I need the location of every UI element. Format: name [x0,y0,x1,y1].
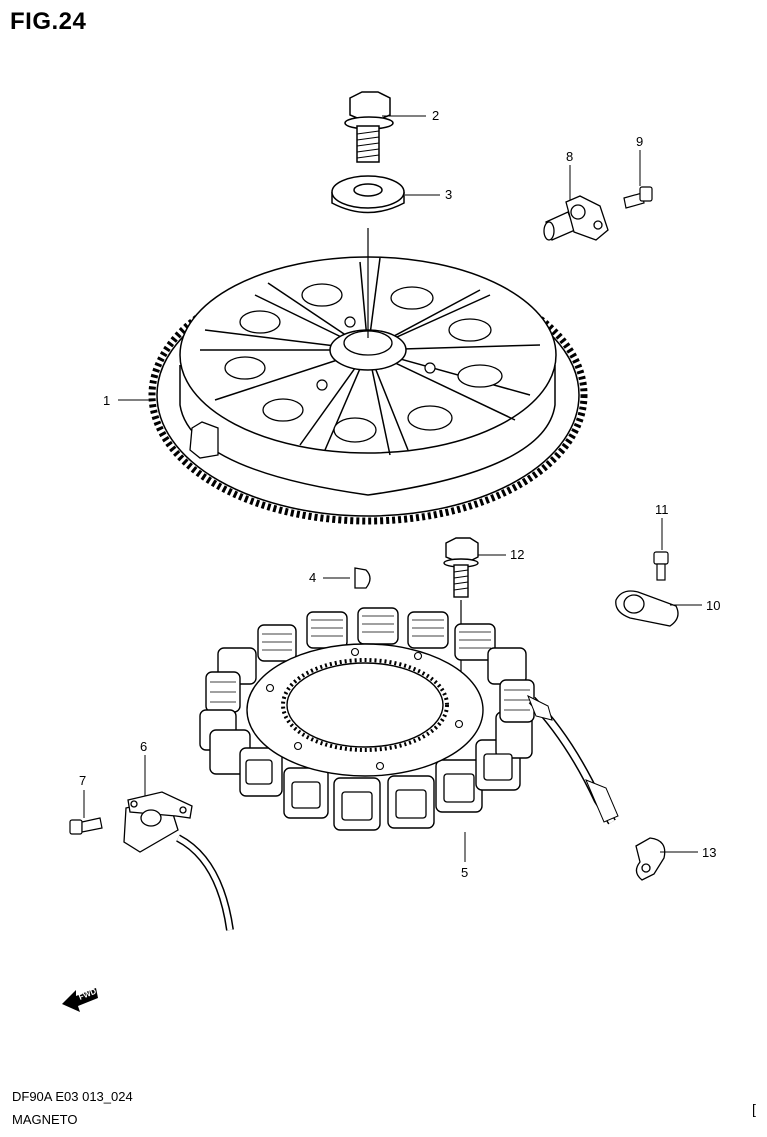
callout-8: 8 [566,149,573,164]
callout-7: 7 [79,773,86,788]
callout-10: 10 [706,598,720,613]
bolt-11 [653,551,669,581]
stator-bolt [443,537,479,598]
flywheel [148,256,588,525]
pulser-coil [123,791,234,931]
forward-arrow-icon: FWD [62,987,98,1012]
callout-4: 4 [309,570,316,585]
page-mark: [ [752,1101,756,1117]
leader-lines [83,115,702,862]
callout-6: 6 [140,739,147,754]
clamp-13 [635,837,666,881]
stator [199,607,619,831]
callout-3: 3 [445,187,452,202]
figure-title: FIG.24 [10,8,87,35]
flywheel-bolt [344,91,394,163]
callout-2: 2 [432,108,439,123]
washer [331,175,405,214]
callout-1: 1 [103,393,110,408]
clamp-10 [615,590,679,627]
key [354,567,371,589]
callout-5: 5 [461,865,468,880]
sensor [543,195,609,241]
diagram-code: DF90A E03 013_024 [12,1089,133,1104]
callout-9: 9 [636,134,643,149]
callout-11: 11 [655,502,669,517]
callout-labels: 1 2 3 4 5 6 7 8 9 10 11 12 13 [79,108,720,880]
screw-7 [69,817,103,835]
callout-13: 13 [702,845,716,860]
assembly-name: MAGNETO [12,1112,78,1127]
screw-9 [623,186,653,209]
callout-12: 12 [510,547,524,562]
